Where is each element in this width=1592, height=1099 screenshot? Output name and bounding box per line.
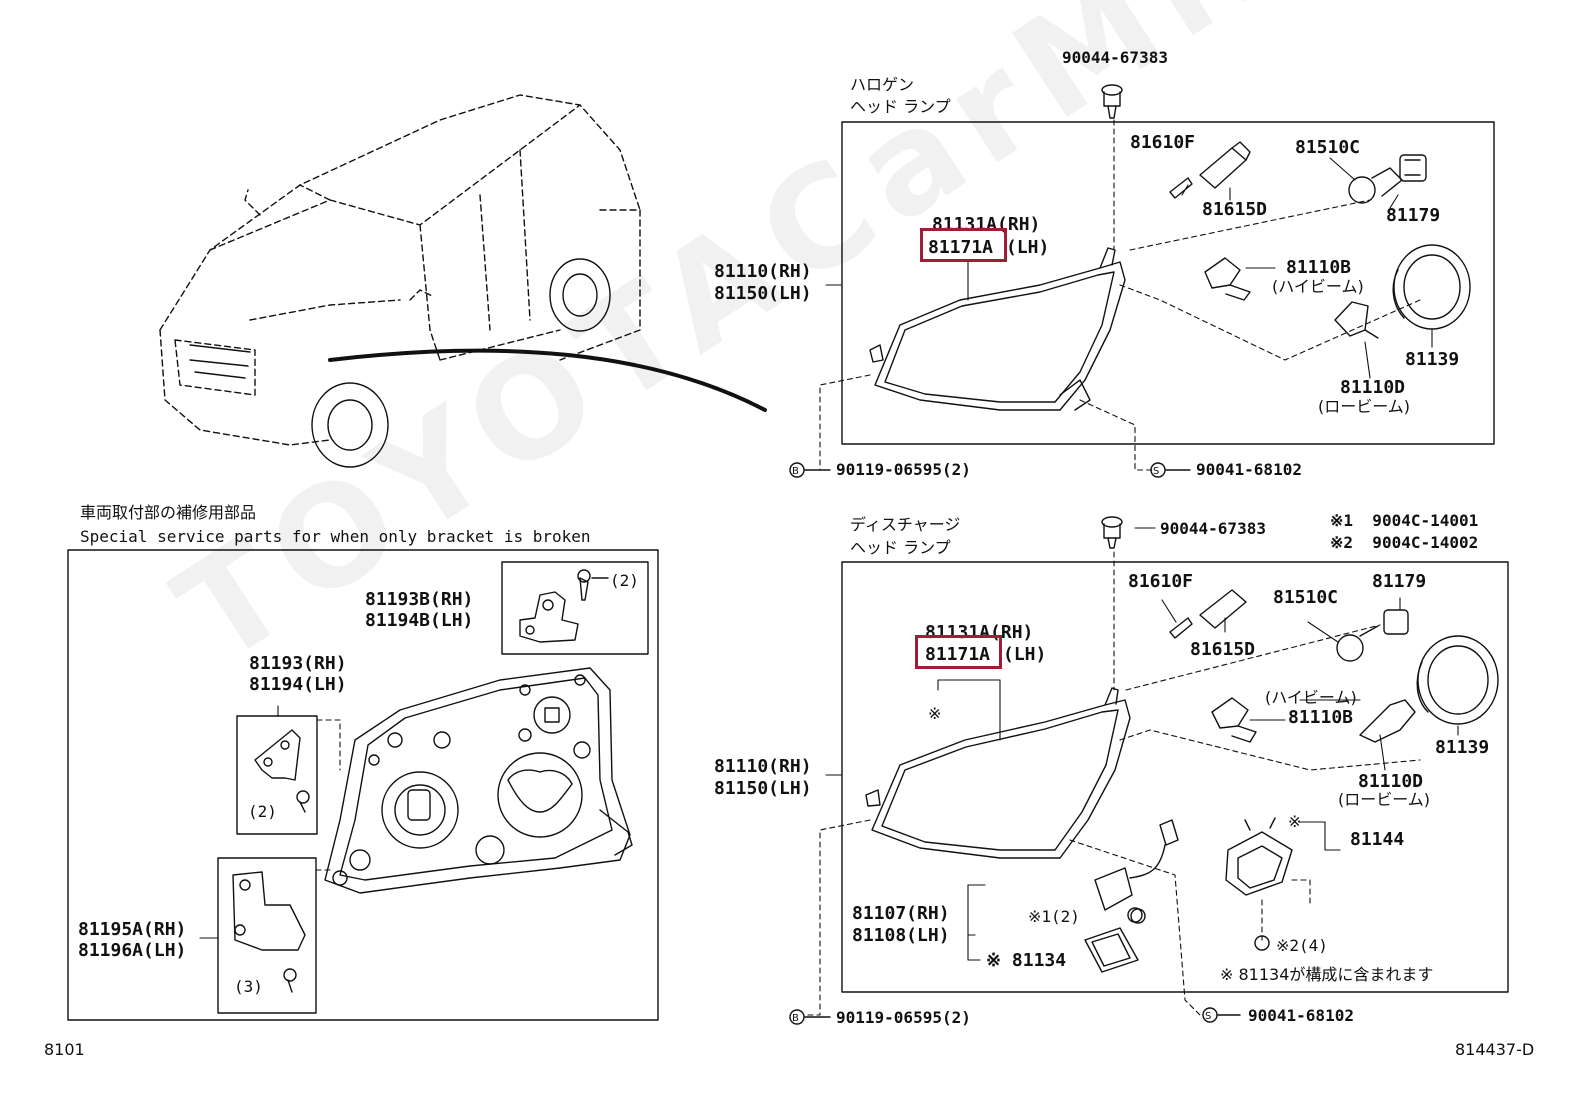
bracket-label-81193[interactable]: 81193(RH) — [249, 653, 347, 674]
top-label-81171a-side: (LH) — [1006, 237, 1050, 258]
bracket-label-81196a[interactable]: 81196A(LH) — [78, 940, 187, 961]
bottom-label-81510c[interactable]: 81510C — [1273, 587, 1339, 608]
top-label-90044[interactable]: 90044-67383 — [1062, 48, 1168, 67]
bottom-kome-mark: ※ — [928, 704, 942, 723]
bracket-qty-2a: (2) — [610, 571, 639, 590]
top-label-81139[interactable]: 81139 — [1405, 349, 1460, 370]
bottom-label-81610f[interactable]: 81610F — [1128, 571, 1194, 592]
bottom-note-k1: ※1(2) — [1028, 907, 1080, 926]
bottom-leader-lines — [804, 527, 1459, 1016]
bracket-label-81194[interactable]: 81194(LH) — [249, 674, 347, 695]
bottom-label-81171a-side: (LH) — [1003, 644, 1047, 665]
top-screw-s-mark: S — [1153, 466, 1160, 477]
bracket-qty-3: (3) — [234, 977, 263, 996]
bottom-label-81110-rh[interactable]: 81110(RH) — [714, 756, 812, 777]
top-label-81171a[interactable]: 81171A — [928, 237, 994, 258]
bracket-label-81193b[interactable]: 81193B(RH) — [365, 589, 474, 610]
bottom-label-81110d[interactable]: 81110D — [1358, 771, 1424, 792]
bottom-headlamp-housing — [865, 687, 1131, 859]
bottom-label-81179[interactable]: 81179 — [1372, 571, 1427, 592]
bracket-qty-2b: (2) — [248, 802, 277, 821]
bottom-label-high-beam: (ハイビーム) — [1265, 688, 1357, 707]
bottom-note-k2: ※2(4) — [1276, 936, 1328, 955]
top-leader-lines — [804, 119, 1433, 471]
top-label-low-beam: (ロービーム) — [1318, 397, 1411, 416]
bracket-frame — [67, 549, 659, 1021]
top-label-90041[interactable]: 90041-68102 — [1196, 460, 1302, 479]
top-label-90119[interactable]: 90119-06595(2) — [836, 460, 971, 479]
top-label-81110d[interactable]: 81110D — [1340, 377, 1406, 398]
top-label-81150-lh[interactable]: 81150(LH) — [714, 283, 812, 304]
bottom-label-low-beam: (ロービーム) — [1338, 790, 1431, 809]
bottom-group-title-line1: ディスチャージ — [850, 515, 961, 534]
bracket-part-81193b — [519, 569, 609, 643]
top-group-title-line2: ヘッド ランプ — [850, 97, 951, 116]
bottom-label-81150-lh[interactable]: 81150(LH) — [714, 778, 812, 799]
bottom-screw-s-mark: S — [1205, 1011, 1212, 1022]
leader-curve — [328, 348, 767, 412]
bottom-highlight-81171a — [915, 635, 1002, 669]
bracket-leaders — [199, 705, 341, 939]
bottom-seal-ring-81139 — [1416, 635, 1499, 725]
bracket-title-jp: 車両取付部の補修用部品 — [80, 503, 257, 522]
top-screw-b-mark: B — [792, 466, 799, 477]
bracket-housing-back — [324, 667, 633, 894]
bracket-part-81193 — [254, 729, 310, 813]
bottom-label-81107[interactable]: 81107(RH) — [852, 903, 950, 924]
bottom-screw-markers — [789, 908, 1270, 1025]
bracket-part-81195a — [232, 871, 306, 993]
top-label-high-beam: (ハイビーム) — [1272, 277, 1364, 296]
top-label-81510c[interactable]: 81510C — [1295, 137, 1361, 158]
top-bulbs — [1169, 141, 1427, 339]
bottom-bulbs — [1169, 589, 1416, 743]
top-label-81615d[interactable]: 81615D — [1202, 199, 1268, 220]
top-screw-90044 — [1101, 84, 1123, 119]
bottom-label-90041[interactable]: 90041-68102 — [1248, 1006, 1354, 1025]
vehicle-illustration — [159, 94, 641, 446]
bottom-label-81139[interactable]: 81139 — [1435, 737, 1490, 758]
top-label-81110b[interactable]: 81110B — [1286, 257, 1352, 278]
bottom-label-81171a[interactable]: 81171A — [925, 644, 991, 665]
bracket-label-81194b[interactable]: 81194B(LH) — [365, 610, 474, 631]
bottom-label-81110b[interactable]: 81110B — [1288, 707, 1354, 728]
bottom-screw-90044 — [1101, 516, 1123, 549]
top-headlamp-housing — [869, 247, 1126, 411]
bracket-label-81195a[interactable]: 81195A(RH) — [78, 919, 187, 940]
top-label-81179[interactable]: 81179 — [1386, 205, 1441, 226]
bracket-box-81195a — [217, 857, 317, 1014]
bottom-label-81615d[interactable]: 81615D — [1190, 639, 1256, 660]
bottom-note-1: ※1 9004C-14001 — [1330, 511, 1479, 530]
bottom-screw-b-mark: B — [792, 1013, 799, 1024]
top-label-81610f[interactable]: 81610F — [1130, 132, 1196, 153]
bottom-kome-81144: ※ — [1288, 812, 1302, 831]
bottom-group-frame — [841, 561, 1509, 993]
bracket-box-81193 — [236, 715, 318, 835]
bottom-note-81134: ※ 81134が構成に含まれます — [1220, 965, 1434, 984]
bottom-note-2: ※2 9004C-14002 — [1330, 533, 1479, 552]
bottom-label-90119[interactable]: 90119-06595(2) — [836, 1008, 971, 1027]
bottom-label-81144[interactable]: 81144 — [1350, 829, 1405, 850]
top-group-title-line1: ハロゲン — [850, 75, 915, 94]
top-label-81110-rh[interactable]: 81110(RH) — [714, 261, 812, 282]
bottom-label-81134[interactable]: ※ 81134 — [986, 950, 1067, 971]
bottom-label-90044[interactable]: 90044-67383 — [1160, 519, 1266, 538]
bracket-box-81193b — [501, 561, 649, 655]
bottom-ballast-and-parts — [1084, 817, 1293, 973]
footer-page-code: 8101 — [44, 1040, 85, 1059]
bracket-title-en: Special service parts for when only brac… — [80, 527, 591, 546]
vehicle-wheels — [189, 258, 611, 468]
bottom-group-title-line2: ヘッド ランプ — [850, 538, 951, 557]
bottom-label-81108[interactable]: 81108(LH) — [852, 925, 950, 946]
footer-figure-code: 814437-D — [1455, 1040, 1535, 1059]
top-screw-markers — [789, 462, 1191, 478]
top-highlight-81171a — [920, 228, 1007, 262]
top-group-frame — [841, 121, 1495, 445]
top-seal-ring-81139 — [1392, 244, 1471, 330]
